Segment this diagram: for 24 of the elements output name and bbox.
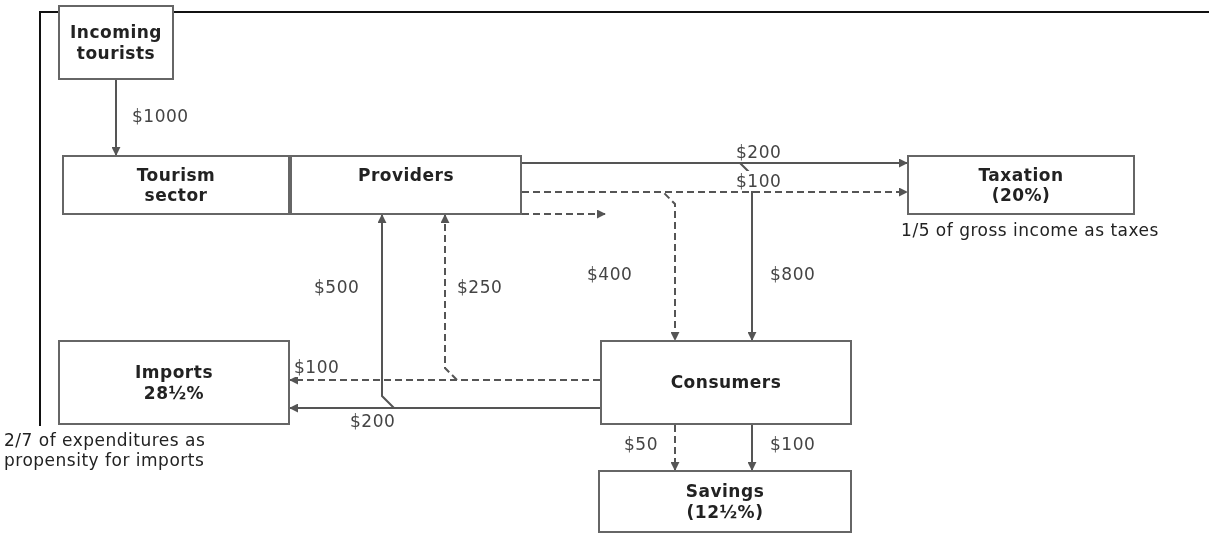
box-label: Savings (12½%): [684, 481, 766, 522]
note-text: 2/7 of expenditures as propensity for imports: [4, 430, 207, 471]
box: [62, 155, 290, 215]
arrow: [747, 424, 757, 471]
box-label: Providers: [357, 165, 455, 186]
arrow: [670, 424, 680, 471]
box: [58, 5, 174, 80]
arrow: [289, 375, 601, 385]
box-label: Incoming tourists: [69, 22, 163, 63]
box: [907, 155, 1135, 215]
arrow: [521, 191, 680, 341]
note-text: 1/5 of gross income as taxes: [900, 220, 1160, 241]
edge-label: $50: [622, 434, 660, 455]
box: [600, 340, 852, 425]
box: [290, 155, 522, 215]
box-label: Tourism sector: [135, 165, 217, 206]
arrow: [111, 79, 121, 156]
arrow: [289, 403, 601, 413]
box-label: Imports 28½%: [134, 362, 214, 403]
box-label: Taxation (20%): [977, 164, 1065, 206]
arrow: [521, 209, 606, 219]
box: [598, 470, 852, 533]
box-label: Consumers: [670, 372, 782, 393]
box: [58, 340, 290, 425]
